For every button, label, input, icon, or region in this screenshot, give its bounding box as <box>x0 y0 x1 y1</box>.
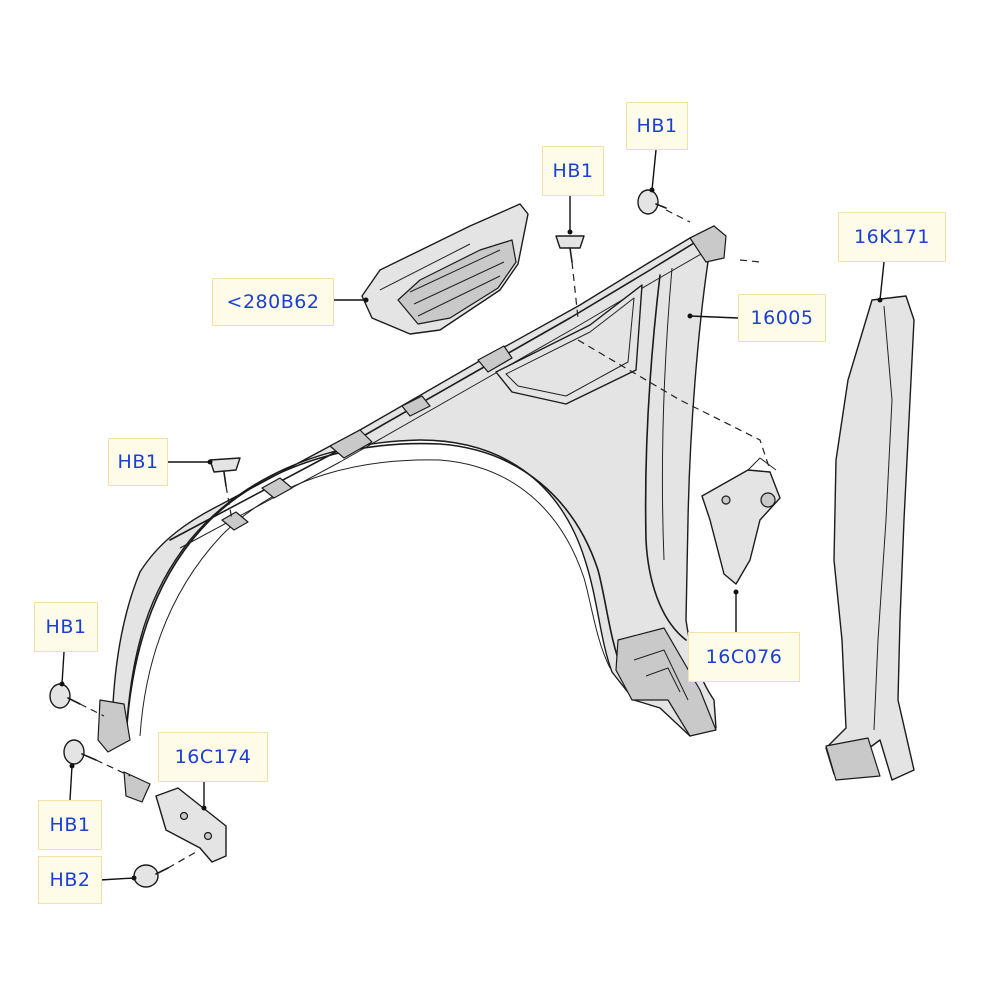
fastener-hb1-left-lower <box>63 739 97 765</box>
vent-assembly-280b62 <box>361 203 529 335</box>
fastener-hb1-mid-left <box>209 457 241 487</box>
fastener-hb1-left-upper <box>49 683 81 709</box>
assembly-lines <box>79 209 771 869</box>
label-16005[interactable]: 16005 <box>738 294 826 342</box>
front-fender-panel <box>97 225 727 753</box>
label-16k171[interactable]: 16K171 <box>838 212 946 262</box>
fastener-hb2-bottom <box>133 864 169 888</box>
label-hb1-top-mid[interactable]: HB1 <box>542 146 604 196</box>
seal-16k171 <box>825 295 915 781</box>
fastener-hb1-top-right <box>637 189 667 215</box>
bracket-16c174 <box>123 771 227 863</box>
label-hb2-bottom[interactable]: HB2 <box>38 856 102 904</box>
label-hb1-left-upper[interactable]: HB1 <box>34 602 98 652</box>
bracket-16c076 <box>701 457 781 585</box>
label-hb1-left-lower[interactable]: HB1 <box>38 800 102 850</box>
label-hb1-mid-left[interactable]: HB1 <box>108 438 168 486</box>
label-280b62[interactable]: <280B62 <box>212 278 334 326</box>
label-16c076[interactable]: 16C076 <box>688 632 800 682</box>
label-16c174[interactable]: 16C174 <box>158 732 268 782</box>
fastener-hb1-top-mid <box>555 235 585 263</box>
label-hb1-top-right[interactable]: HB1 <box>626 102 688 150</box>
leader-lines <box>59 149 885 881</box>
